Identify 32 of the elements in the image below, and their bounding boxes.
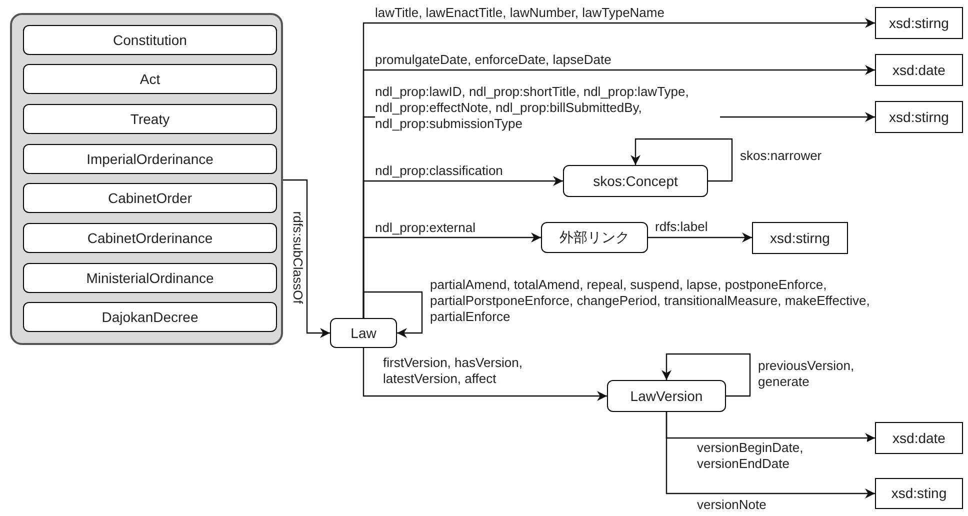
class-box: skos:Concept	[563, 165, 708, 197]
arrow	[666, 412, 875, 498]
datatype-box: xsd:date	[875, 422, 963, 454]
class-box: Act	[23, 64, 277, 94]
datatype-box: xsd:stirng	[875, 101, 963, 133]
class-box: CabinetOrderinance	[23, 223, 277, 253]
arrow	[283, 179, 330, 338]
arrow	[648, 232, 752, 242]
class-box: Law	[330, 318, 397, 348]
datatype-box: xsd:stirng	[752, 222, 848, 254]
arrow	[662, 353, 751, 397]
group-container	[10, 13, 283, 345]
class-box: Treaty	[23, 104, 277, 134]
class-box: CabinetOrder	[23, 183, 277, 213]
arrow	[362, 348, 607, 401]
edge-label: ndl_prop:external	[375, 220, 476, 236]
datatype-box: xsd:date	[875, 54, 963, 86]
class-box: 外部リンク	[541, 222, 648, 253]
edge-label: lawTitle, lawEnactTitle, lawNumber, lawTypeName	[375, 5, 664, 21]
arrow	[362, 291, 423, 338]
datatype-box: xsd:stirng	[875, 7, 963, 39]
class-box: MinisterialOrdinance	[23, 263, 277, 293]
edge-label: rdfs:subClassOf	[292, 211, 305, 304]
edge-label: ndl_prop:classification	[375, 163, 503, 179]
arrow	[630, 138, 733, 182]
datatype-box: xsd:sting	[875, 478, 963, 509]
edge-label: ndl_prop:lawID, ndl_prop:shortTitle, ndl_prop:lawType, ndl_prop:effectNote, ndl_prop:billSubmittedBy, ndl_prop:submissionType	[375, 84, 720, 132]
class-box: ImperialOrderinance	[23, 144, 277, 174]
edge-label: promulgateDate, enforceDate, lapseDate	[375, 52, 612, 68]
class-box: LawVersion	[607, 380, 726, 412]
class-box: DajokanDecree	[23, 302, 277, 332]
class-box: Constitution	[23, 25, 277, 55]
